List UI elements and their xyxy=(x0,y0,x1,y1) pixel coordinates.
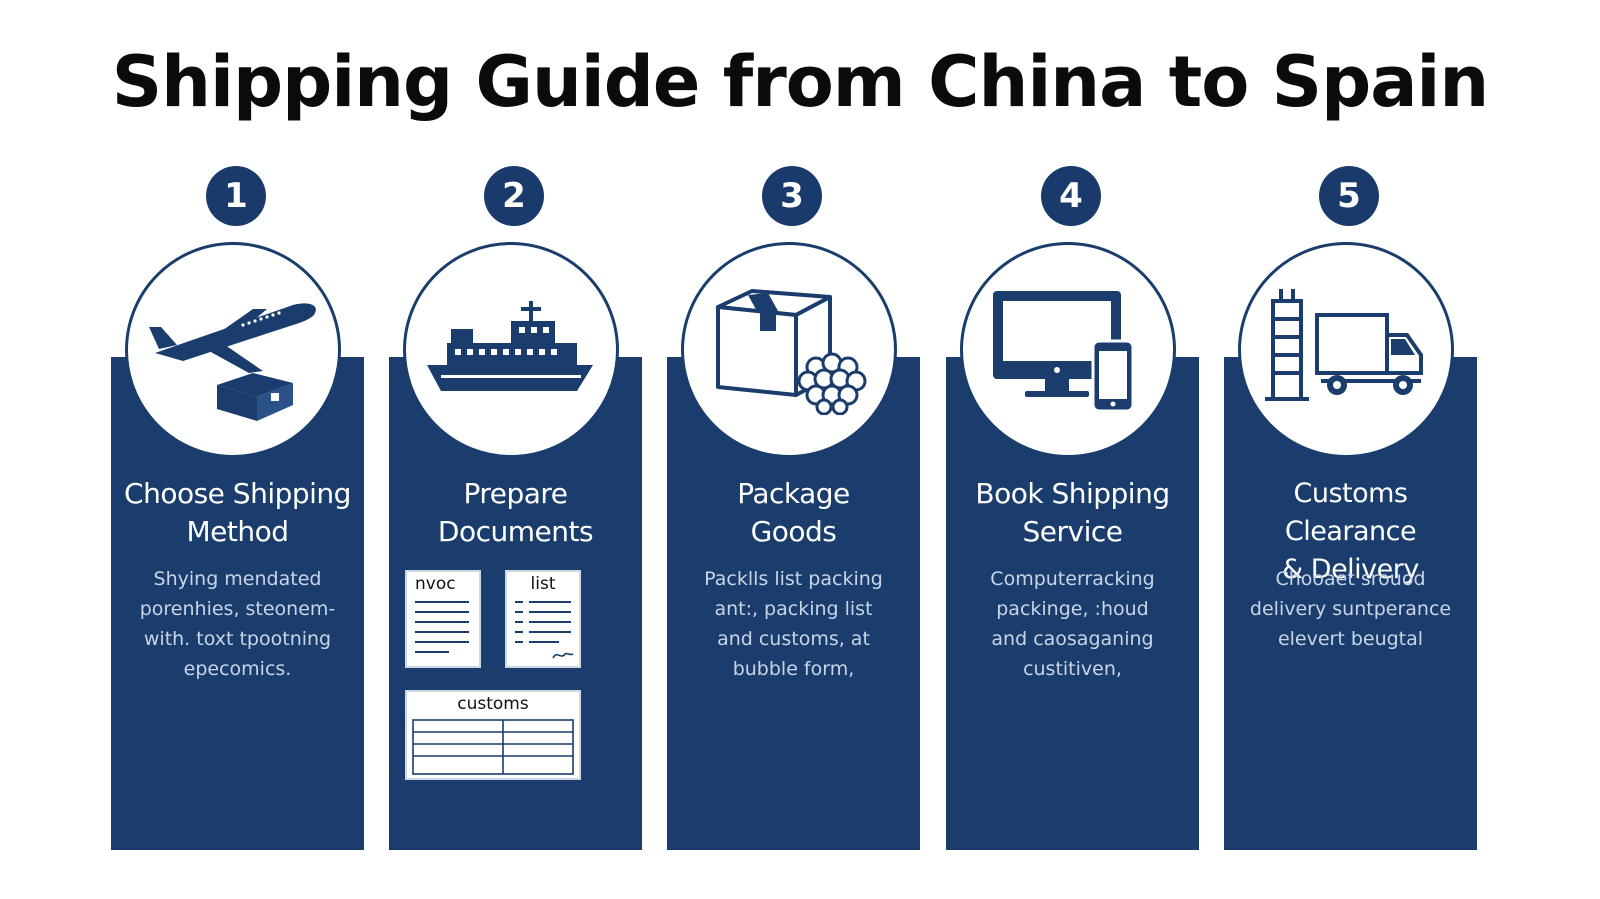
documents-illustration: nvoc list xyxy=(389,570,642,785)
page-title: Shipping Guide from China to Spain xyxy=(111,41,1490,123)
step-title: Customs Clearance & Delivery xyxy=(1282,478,1419,585)
step-icon-circle xyxy=(125,242,341,458)
step-5: 5 Customs Clearance & Del xyxy=(1204,160,1494,850)
packing-list-document: list xyxy=(505,570,581,668)
step-number-badge: 1 xyxy=(206,166,266,226)
step-title: Prepare Documents xyxy=(437,477,594,548)
step-description: Packlls list packing ant:, packing list … xyxy=(704,568,883,680)
step-description: Chooaet srouod delivery suntperance elev… xyxy=(1249,568,1452,650)
customs-form-document: customs xyxy=(405,690,581,780)
text-lines-icon xyxy=(415,601,469,653)
computer-phone-icon xyxy=(993,291,1135,413)
step-description: Shying mendated porenhies, steonem- with… xyxy=(139,568,336,680)
package-bubble-wrap-icon xyxy=(716,289,867,415)
cargo-ship-icon xyxy=(427,301,593,391)
step-number-badge: 3 xyxy=(762,166,822,226)
step-2: 2 Prepare Documents xyxy=(369,160,659,850)
airplane-and-box-icon xyxy=(149,303,316,421)
step-icon-circle xyxy=(681,242,897,458)
invoice-document: nvoc xyxy=(405,570,481,668)
step-3: 3 Package Goods Packlls list packing ant… xyxy=(647,160,937,850)
step-icon-circle xyxy=(403,242,619,458)
list-lines-icon xyxy=(515,601,574,659)
step-title: Package Goods xyxy=(737,477,850,548)
step-number-badge: 5 xyxy=(1319,166,1379,226)
step-title: Choose Shipping Method xyxy=(124,477,351,548)
step-icon-circle xyxy=(1238,242,1454,458)
step-icon-circle xyxy=(960,242,1176,458)
step-1: 1 Choose Shipping Method Shying xyxy=(91,160,381,850)
step-description: Computerracking packinge, :houd and caos… xyxy=(990,568,1155,680)
form-table-icon xyxy=(412,719,574,775)
step-title: Book Shipping Service xyxy=(975,477,1170,548)
step-4: 4 Book Shipping Service Computerracking … xyxy=(926,160,1216,850)
step-number-badge: 4 xyxy=(1041,166,1101,226)
tower-truck-icon xyxy=(1265,289,1423,401)
step-number-badge: 2 xyxy=(484,166,544,226)
